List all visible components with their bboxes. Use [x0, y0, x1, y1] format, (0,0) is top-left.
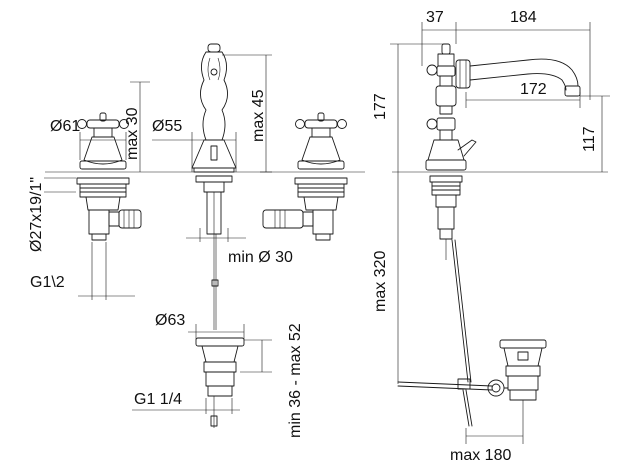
label-d55: Ø55: [152, 118, 182, 135]
center-spout-front: [191, 43, 237, 330]
side-body: [425, 105, 477, 260]
dim-w37: 37: [421, 9, 457, 66]
dim-max320: max 320: [372, 172, 399, 384]
dim-g12: G1\2: [30, 242, 135, 300]
label-max45: max 45: [250, 89, 267, 142]
side-spout: [455, 58, 581, 97]
label-d61: Ø61: [50, 118, 80, 135]
dim-min36: min 36 - max 52: [240, 323, 304, 438]
dim-w172: 172: [465, 81, 581, 108]
dim-d63: Ø63: [155, 312, 245, 340]
dim-max45: max 45: [222, 54, 272, 173]
left-valve-body: [76, 177, 142, 241]
side-view: 37 184 172 177 117 m: [372, 9, 610, 464]
label-h177: 177: [372, 93, 389, 120]
label-h117: 117: [581, 126, 598, 152]
label-g12: G1\2: [30, 274, 65, 291]
left-cross-handle: [77, 112, 129, 170]
label-max30: max 30: [124, 107, 141, 160]
label-min36: min 36 - max 52: [287, 323, 304, 438]
dim-d61: Ø61: [50, 118, 127, 160]
front-view: Ø61 max 30 Ø55 max 45 Ø27x19/1": [28, 43, 365, 438]
label-d27: Ø27x19/1": [28, 177, 45, 252]
label-mind30: min Ø 30: [228, 249, 293, 266]
right-cross-handle: [295, 112, 347, 170]
label-w184: 184: [510, 9, 537, 26]
dim-w184: 184: [456, 9, 591, 100]
label-d63: Ø63: [155, 312, 185, 329]
label-max320: max 320: [372, 251, 389, 312]
side-popup-rod: [397, 239, 493, 427]
label-w37: 37: [426, 9, 444, 26]
side-cross-handle-top: [426, 43, 457, 107]
dim-d27: Ø27x19/1": [28, 177, 76, 252]
dim-max30: max 30: [124, 81, 150, 172]
dim-d55: Ø55: [152, 118, 237, 172]
dim-max180: max 180: [450, 400, 524, 464]
label-w172: 172: [520, 81, 547, 98]
label-g114: G1 1/4: [134, 391, 182, 408]
right-valve-body: [262, 177, 348, 241]
dim-h177: 177: [372, 43, 446, 172]
dim-h117: 117: [580, 95, 610, 172]
label-max180: max 180: [450, 447, 511, 464]
dim-mind30: min Ø 30: [186, 228, 293, 266]
dim-g114: G1 1/4: [132, 391, 240, 414]
drain-front: [195, 337, 245, 428]
side-drain: [487, 339, 547, 401]
